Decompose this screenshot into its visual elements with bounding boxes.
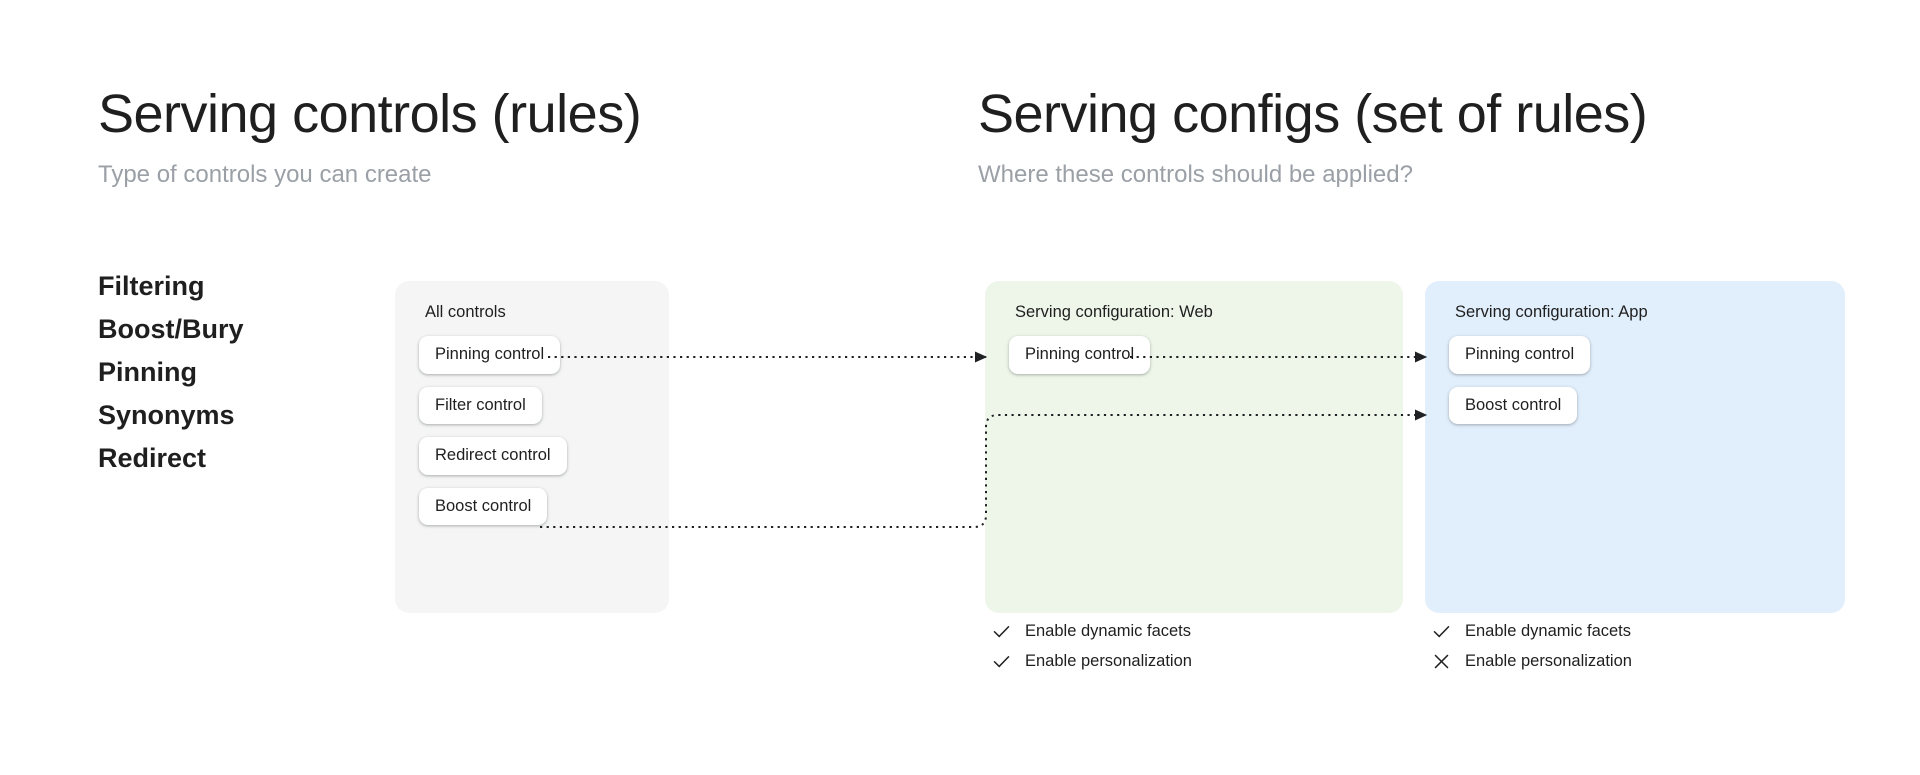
chip-redirect-control[interactable]: Redirect control [419, 437, 567, 475]
option-row-app-dynamic-facets: Enable dynamic facets [1432, 622, 1632, 641]
chip-filter-control[interactable]: Filter control [419, 386, 542, 424]
control-type-filtering: Filtering [98, 271, 205, 301]
page-title-serving-controls: Serving controls (rules) [98, 84, 642, 144]
card-serving-config-web-chip-list: Pinning control [1009, 336, 1379, 374]
serving-config-app-options: Enable dynamic facets Enable personaliza… [1432, 622, 1632, 671]
control-type-list: Filtering Boost/Bury Pinning Synonyms Re… [98, 270, 244, 475]
card-serving-config-web: Serving configuration: Web Pinning contr… [985, 281, 1403, 613]
chip-app-boost-control[interactable]: Boost control [1449, 386, 1578, 424]
card-all-controls-chip-list: Pinning control Filter control Redirect … [419, 336, 645, 525]
option-label-app-dynamic-facets: Enable dynamic facets [1465, 622, 1632, 641]
card-serving-config-app: Serving configuration: App Pinning contr… [1425, 281, 1845, 613]
control-type-synonyms: Synonyms [98, 399, 235, 430]
cross-icon [1432, 652, 1451, 671]
chip-boost-control[interactable]: Boost control [419, 487, 548, 525]
check-icon [992, 622, 1011, 641]
page-title-serving-configs: Serving configs (set of rules) [978, 84, 1648, 144]
chip-app-pinning-control[interactable]: Pinning control [1449, 336, 1591, 374]
chip-web-pinning-control[interactable]: Pinning control [1009, 336, 1151, 374]
option-label-web-personalization: Enable personalization [1025, 652, 1192, 671]
check-icon [1432, 622, 1451, 641]
card-all-controls: All controls Pinning control Filter cont… [395, 281, 669, 613]
option-row-web-dynamic-facets: Enable dynamic facets [992, 622, 1192, 641]
card-serving-config-app-label: Serving configuration: App [1455, 303, 1648, 321]
option-row-web-personalization: Enable personalization [992, 652, 1192, 671]
left-column-header: Serving controls (rules) Type of control… [98, 84, 642, 189]
card-serving-config-app-chip-list: Pinning control Boost control [1449, 336, 1821, 424]
check-icon [992, 652, 1011, 671]
right-column-header: Serving configs (set of rules) Where the… [978, 84, 1648, 189]
card-serving-config-web-label: Serving configuration: Web [1015, 303, 1213, 321]
control-type-boost-bury: Boost/Bury [98, 313, 244, 344]
option-label-web-dynamic-facets: Enable dynamic facets [1025, 622, 1192, 641]
option-row-app-personalization: Enable personalization [1432, 652, 1632, 671]
card-all-controls-label: All controls [425, 303, 506, 321]
page-subtitle-serving-configs: Where these controls should be applied? [978, 160, 1413, 188]
page-subtitle-serving-controls: Type of controls you can create [98, 160, 432, 188]
option-label-app-personalization: Enable personalization [1465, 652, 1632, 671]
control-type-pinning: Pinning [98, 356, 197, 387]
serving-config-web-options: Enable dynamic facets Enable personaliza… [992, 622, 1192, 671]
control-type-redirect: Redirect [98, 442, 207, 473]
chip-pinning-control[interactable]: Pinning control [419, 336, 561, 374]
